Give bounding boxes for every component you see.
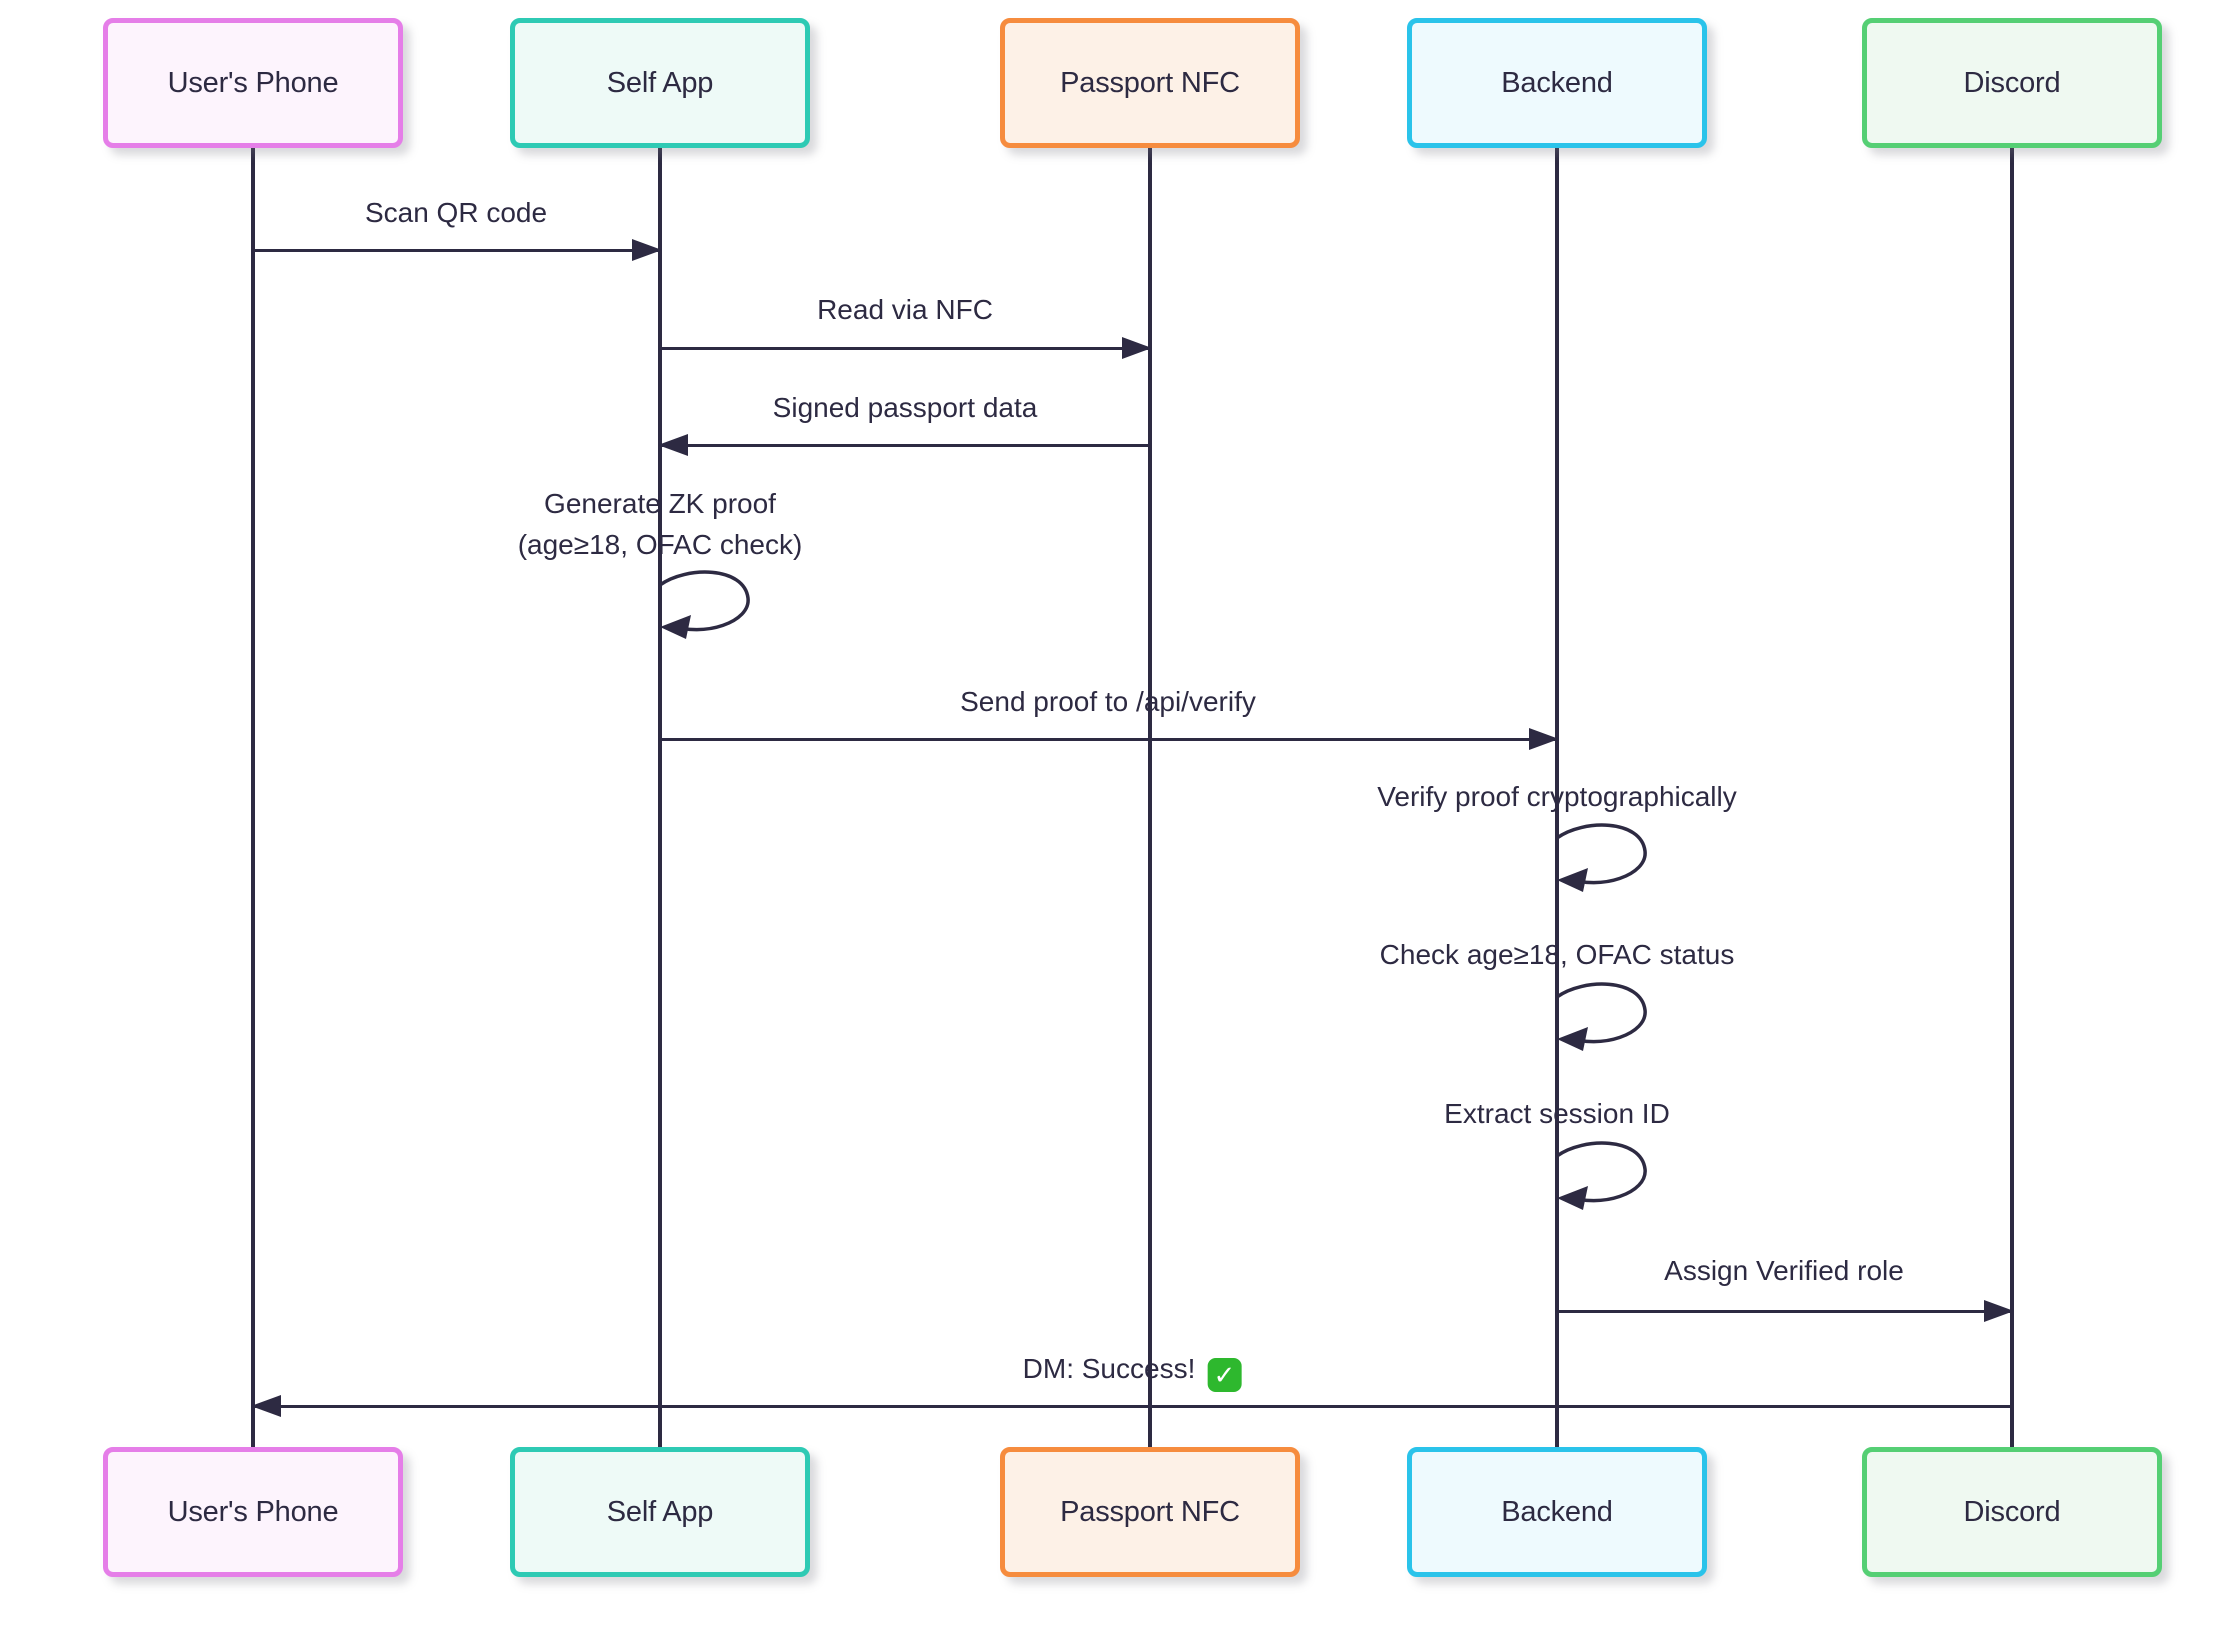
self-loop-arrow-icon [1555,823,1647,892]
actor-self-app-bottom: Self App [510,1447,810,1577]
message-label-dm-success: DM: Success! ✓ [1023,1352,1242,1392]
actor-label: User's Phone [167,66,339,99]
actor-label: Passport NFC [1060,66,1240,99]
arrowhead-left-icon [251,1395,281,1417]
lifeline-users-phone [251,148,255,1447]
arrowhead-right-icon [1122,337,1152,359]
message-label-send-proof: Send proof to /api/verify [960,686,1256,717]
actor-users-phone-top: User's Phone [103,18,403,148]
actor-self-app-top: Self App [510,18,810,148]
lifeline-discord [2010,148,2014,1447]
actor-label: Backend [1501,1495,1613,1528]
self-loop-arrow-icon [658,570,750,639]
message-label-extract-session-id: Extract session ID [1444,1098,1670,1129]
arrowhead-left-icon [658,434,688,456]
message-label-read-via-nfc: Read via NFC [817,294,993,325]
lifeline-self-app [658,148,662,1447]
actor-label: Discord [1963,1495,2061,1528]
message-label-verify-proof: Verify proof cryptographically [1377,781,1737,812]
message-label-text: DM: Success! [1022,1353,1196,1384]
actor-label: Discord [1963,66,2061,99]
message-arrow-dm-success [251,1395,2012,1417]
actor-passport-nfc-top: Passport NFC [1000,18,1300,148]
message-label-line: Generate ZK proof [544,488,776,519]
message-arrow-scan-qr-code [253,239,662,261]
message-arrow-signed-passport-data [658,434,1150,456]
actor-backend-top: Backend [1407,18,1707,148]
lifeline-backend [1555,148,1559,1447]
lifeline-passport-nfc [1148,148,1152,1447]
message-label-scan-qr-code: Scan QR code [364,197,548,228]
message-label-signed-passport-data: Signed passport data [772,392,1038,423]
actor-discord-bottom: Discord [1862,1447,2162,1577]
actor-label: Backend [1501,66,1613,99]
self-loop-arrow-icon [1555,1141,1647,1210]
arrowhead-right-icon [632,239,662,261]
actor-backend-bottom: Backend [1407,1447,1707,1577]
message-label-check-age-ofac: Check age≥18, OFAC status [1379,939,1735,970]
check-mark-glyph: ✓ [1213,1360,1236,1390]
message-arrow-assign-verified-role [1557,1300,2014,1322]
arrowhead-right-icon [1984,1300,2014,1322]
message-label-line: (age≥18, OFAC check) [517,529,803,560]
actor-label: Self App [606,1495,714,1528]
actor-users-phone-bottom: User's Phone [103,1447,403,1577]
actor-label: User's Phone [167,1495,339,1528]
message-label-assign-verified-role: Assign Verified role [1664,1255,1904,1286]
message-label-generate-zk-proof: Generate ZK proof (age≥18, OFAC check) [518,483,803,565]
message-arrow-read-via-nfc [660,337,1152,359]
arrowhead-right-icon [1529,728,1559,750]
actor-passport-nfc-bottom: Passport NFC [1000,1447,1300,1577]
self-loop-arrow-icon [1555,982,1647,1051]
actor-discord-top: Discord [1862,18,2162,148]
actor-label: Self App [606,66,714,99]
check-mark-icon: ✓ [1207,1358,1242,1392]
message-arrow-send-proof [660,728,1559,750]
actor-label: Passport NFC [1060,1495,1240,1528]
